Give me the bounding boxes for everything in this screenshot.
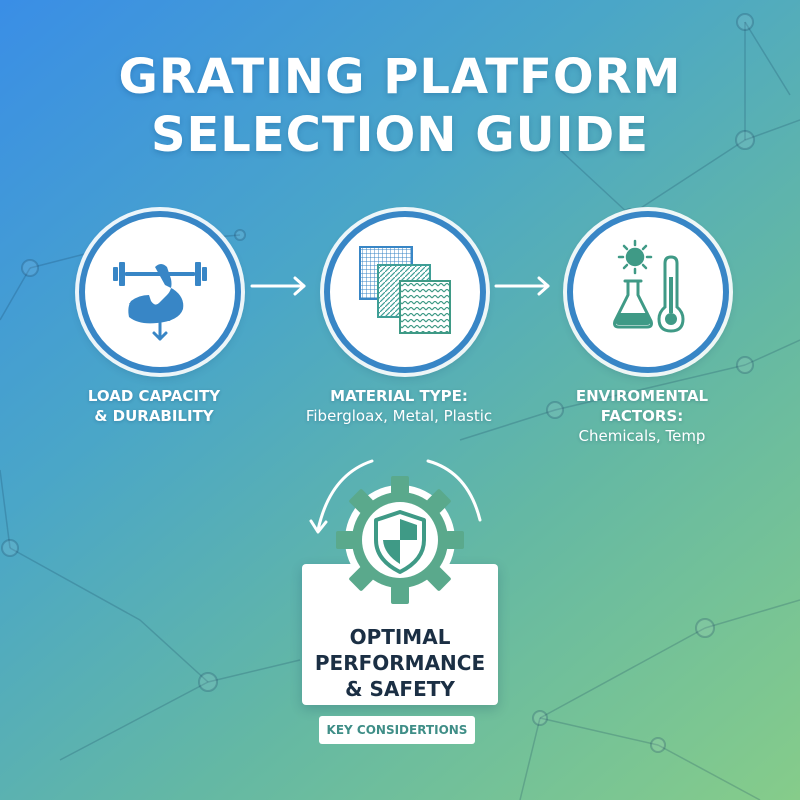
sun-icon — [617, 239, 653, 275]
step-load-capacity-circle — [79, 211, 241, 373]
step-heading: ENVIROMENTAL — [575, 387, 709, 405]
step-material-type-circle — [324, 211, 486, 373]
sun-flask-thermometer-icon — [613, 239, 685, 333]
step-heading-line-2: FACTORS: — [600, 407, 684, 425]
title-line-2: SELECTION GUIDE — [150, 107, 650, 163]
arrow-right-icon — [494, 276, 552, 300]
title-line-1: GRATING PLATFORM — [118, 49, 682, 105]
step-caption-environmental: ENVIROMENTAL FACTORS: Chemicals, Temp — [527, 386, 757, 446]
result-text: OPTIMAL PERFORMANCE & SAFETY — [302, 624, 498, 702]
step-subtext: Fibergloax, Metal, Plastic — [305, 407, 493, 425]
step-caption-material-type: MATERIAL TYPE: Fibergloax, Metal, Plasti… — [284, 386, 514, 426]
step-environmental-circle — [567, 211, 729, 373]
thermometer-icon — [657, 255, 685, 333]
step-heading: LOAD CAPACITY — [87, 387, 221, 405]
key-considerations-label: KEY CONSIDERTIONS — [319, 716, 475, 744]
flask-icon — [613, 279, 653, 329]
step-subtext: Chemicals, Temp — [578, 427, 706, 445]
result-line-3: & SAFETY — [345, 677, 455, 701]
flexed-arm-dumbbell-icon — [113, 262, 207, 341]
result-line-2: PERFORMANCE — [314, 651, 486, 675]
step-heading-line-2: & DURABILITY — [94, 407, 214, 425]
step-caption-load-capacity: LOAD CAPACITY & DURABILITY — [39, 386, 269, 426]
page-title: GRATING PLATFORM SELECTION GUIDE — [0, 48, 800, 164]
step-heading: MATERIAL TYPE: — [330, 387, 468, 405]
arrow-right-icon — [250, 276, 308, 300]
result-line-1: OPTIMAL — [349, 625, 451, 649]
grating-panels-icon — [359, 246, 451, 334]
